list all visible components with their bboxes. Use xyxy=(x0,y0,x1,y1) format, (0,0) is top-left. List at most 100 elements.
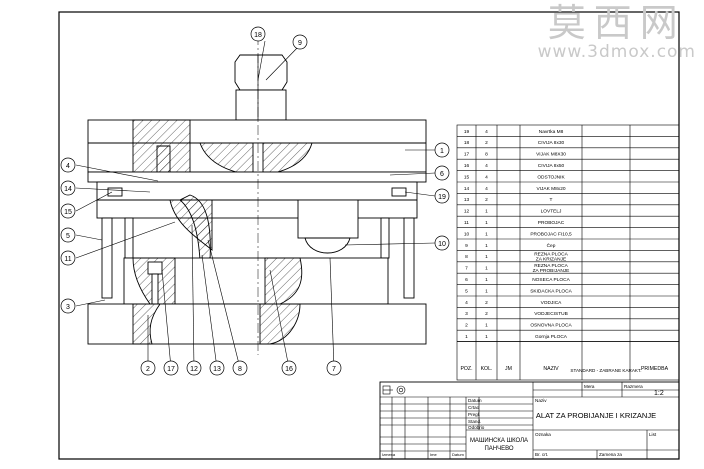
callout-3: 3 xyxy=(60,298,76,314)
bom-cell-pos: 5 xyxy=(465,288,468,294)
callout-1: 1 xyxy=(434,142,450,158)
watermark-url: www.3dmox.com xyxy=(537,42,696,62)
part-callouts: 18 9 1 6 19 10 4 14 15 5 11 3 2 17 12 13… xyxy=(60,26,450,376)
bom-cell-pos: 12 xyxy=(464,209,470,215)
bom-cell-qty: 4 xyxy=(485,186,488,192)
bom-header-std: STANDARD - ZABRANE KARAKT. xyxy=(570,368,641,373)
callout-9: 9 xyxy=(292,34,308,50)
callout-17: 17 xyxy=(163,360,179,376)
bom-cell-qty: 1 xyxy=(485,323,488,329)
bom-cell-name: CIVIJA 8x30 xyxy=(538,140,565,146)
bom-cell-qty: 2 xyxy=(485,311,488,317)
watermark: 莫西网 www.3dmox.com xyxy=(538,4,696,61)
bom-cell-name: VODJECISTUB xyxy=(534,311,568,317)
bom-cell-pos: 9 xyxy=(465,243,468,249)
bom-cell-pos: 8 xyxy=(465,254,468,260)
bom-cell-name: VIJAK M8X30 xyxy=(536,152,566,158)
watermark-logo: 莫西网 xyxy=(547,1,686,45)
school-name: МАШИНСКА ШКОЛА xyxy=(470,438,528,444)
bom-cell-name: NOSECA PLOCA xyxy=(532,277,570,283)
bom-cell-pos: 13 xyxy=(464,197,470,203)
bom-cell-qty: 1 xyxy=(485,266,488,272)
assembly-section-view xyxy=(87,35,427,355)
svg-text:19: 19 xyxy=(438,194,446,201)
svg-text:6: 6 xyxy=(440,171,444,178)
bom-cell-name: T xyxy=(550,197,553,203)
bom-cell-name: Gornja PLOCA xyxy=(535,334,568,340)
bom-cell-qty: 1 xyxy=(485,231,488,237)
bom-cell-qty: 1 xyxy=(485,288,488,294)
bom-cell-name: PROBOJAC xyxy=(538,220,565,226)
label-zamena: Zamena za xyxy=(599,452,622,457)
label-datum: Datum xyxy=(468,398,482,403)
bom-cell-pos: 3 xyxy=(465,311,468,317)
callout-8: 8 xyxy=(232,360,248,376)
bom-row: 12 1 LOVTELJ xyxy=(464,209,562,215)
bom-cell-pos: 7 xyxy=(465,266,468,272)
drawing-title: ALAT ZA PROBIJANJE I KRIZANJE xyxy=(536,411,656,420)
bom-cell-pos: 16 xyxy=(464,163,470,169)
bom-cell-pos: 4 xyxy=(465,300,468,306)
callout-4: 4 xyxy=(60,157,76,173)
bom-row: 3 2 VODJECISTUB xyxy=(465,311,568,317)
leader-lines xyxy=(75,40,436,369)
bom-cell-pos: 15 xyxy=(464,174,470,180)
bom-cell-qty: 2 xyxy=(485,197,488,203)
callout-5: 5 xyxy=(60,227,76,243)
bom-cell-name: OSNOVNA PLOCA xyxy=(530,323,572,329)
title-block: Datum Crtao Pregl. Stand. Odobrio Mera R… xyxy=(379,381,680,460)
bom-cell-pos: 17 xyxy=(464,152,470,158)
label-pregl: Pregl. xyxy=(468,412,480,417)
bom-header-qty: KOL. xyxy=(481,366,493,372)
bom-cell-qty: 1 xyxy=(485,243,488,249)
bom-cell-pos: 1 xyxy=(465,334,468,340)
callout-19: 19 xyxy=(434,188,450,204)
bom-cell-name: ODSTOJNIK xyxy=(537,174,565,180)
bom-header-pos: POZ. xyxy=(460,366,472,372)
bom-cell-qty: 1 xyxy=(485,209,488,215)
bom-row: 15 4 ODSTOJNIK xyxy=(464,174,566,180)
bom-header: POZ. KOL. JM NAZIV STANDARD - ZABRANE KA… xyxy=(460,366,668,373)
svg-text:4: 4 xyxy=(66,163,70,170)
callout-6: 6 xyxy=(434,165,450,181)
bom-header-note: PRIMEDBA xyxy=(641,366,669,372)
callout-13: 13 xyxy=(209,360,225,376)
bom-cell-pos: 19 xyxy=(464,129,470,135)
callout-14: 14 xyxy=(60,180,76,196)
projection-symbol-icon xyxy=(382,385,406,395)
svg-text:15: 15 xyxy=(64,209,72,216)
svg-text:8: 8 xyxy=(238,366,242,373)
sheet-border xyxy=(58,11,680,460)
label-list: List xyxy=(649,432,657,437)
bom-cell-name: VODJICA xyxy=(541,300,563,306)
svg-text:14: 14 xyxy=(64,186,72,193)
svg-text:17: 17 xyxy=(167,366,175,373)
callout-2: 2 xyxy=(140,360,156,376)
label-naziv: Naziv xyxy=(535,398,547,403)
bom-cell-name: PROBOJAC FI10,5 xyxy=(530,231,572,237)
bom-cell-name: CIVIJA 8x50 xyxy=(538,163,565,169)
bom-row: 13 2 T xyxy=(464,197,553,203)
bom-cell-qty: 1 xyxy=(485,334,488,340)
bom-cell-qty: 2 xyxy=(485,140,488,146)
callout-16: 16 xyxy=(281,360,297,376)
bom-cell-qty: 4 xyxy=(485,174,488,180)
bom-table: POZ. KOL. JM NAZIV STANDARD - ZABRANE KA… xyxy=(456,124,680,381)
callout-15: 15 xyxy=(60,203,76,219)
bom-cell-name: LOVTELJ xyxy=(541,209,562,215)
svg-text:12: 12 xyxy=(190,366,198,373)
bom-row: 1 1 Gornja PLOCA xyxy=(465,334,568,340)
callout-12: 12 xyxy=(186,360,202,376)
svg-text:3: 3 xyxy=(66,304,70,311)
bom-cell-pos: 6 xyxy=(465,277,468,283)
svg-text:5: 5 xyxy=(66,233,70,240)
